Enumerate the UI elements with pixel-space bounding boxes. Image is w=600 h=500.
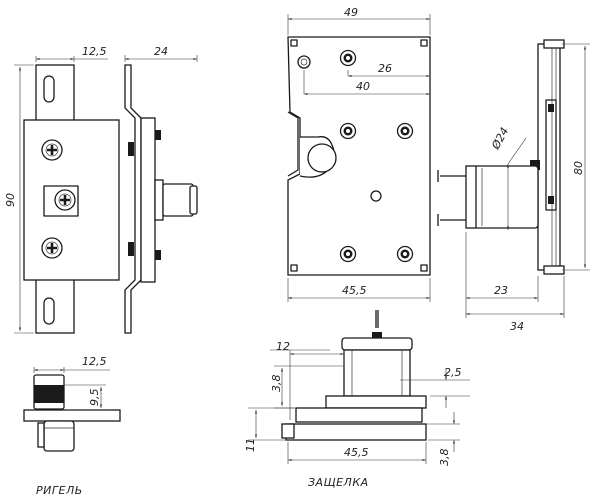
latch-height-80-label: 80 xyxy=(572,161,585,175)
mounting-slot-top xyxy=(43,75,55,103)
zashchelka-side-view xyxy=(437,39,590,318)
rigel-caption: РИГЕЛЬ xyxy=(36,484,83,497)
screw-icon-bottom xyxy=(41,237,63,259)
mounting-slot-bottom xyxy=(43,297,55,325)
latch-bottom-38-left-label: 3,8 xyxy=(270,375,283,393)
zashchelka-bottom-view xyxy=(248,310,470,464)
zashchelka-front-view xyxy=(287,14,431,302)
latch-bottom-11-label: 11 xyxy=(244,438,257,452)
latch-bottom-25-label: 2,5 xyxy=(444,366,462,379)
latch-hole-26-label: 26 xyxy=(378,62,392,75)
latch-width-top-label: 49 xyxy=(344,6,358,19)
rigel-bottom-view xyxy=(23,367,121,452)
latch-bottom-width-label: 45,5 xyxy=(344,446,369,459)
screw-icon-top xyxy=(41,139,63,161)
rigel-depth-label: 24 xyxy=(154,45,168,58)
latch-hole-40-label: 40 xyxy=(356,80,370,93)
latch-width-bottom-label: 45,5 xyxy=(342,284,367,297)
latch-bottom-12-label: 12 xyxy=(276,340,290,353)
rigel-side-view xyxy=(124,55,198,334)
rigel-width-label: 12,5 xyxy=(82,45,107,58)
screw-icon-middle xyxy=(54,189,76,211)
latch-bottom-38-right-label: 3,8 xyxy=(438,449,451,467)
rigel-bottom-width-label: 12,5 xyxy=(82,355,107,368)
latch-diameter-label: Ø24 xyxy=(489,125,512,152)
rigel-bottom-height-label: 9,5 xyxy=(88,389,101,407)
latch-depth-34-label: 34 xyxy=(510,320,524,333)
zashchelka-caption: ЗАЩЕЛКА xyxy=(308,476,369,489)
rigel-front-view xyxy=(14,56,120,334)
latch-depth-23-label: 23 xyxy=(494,284,508,297)
rigel-height-label: 90 xyxy=(4,193,17,207)
